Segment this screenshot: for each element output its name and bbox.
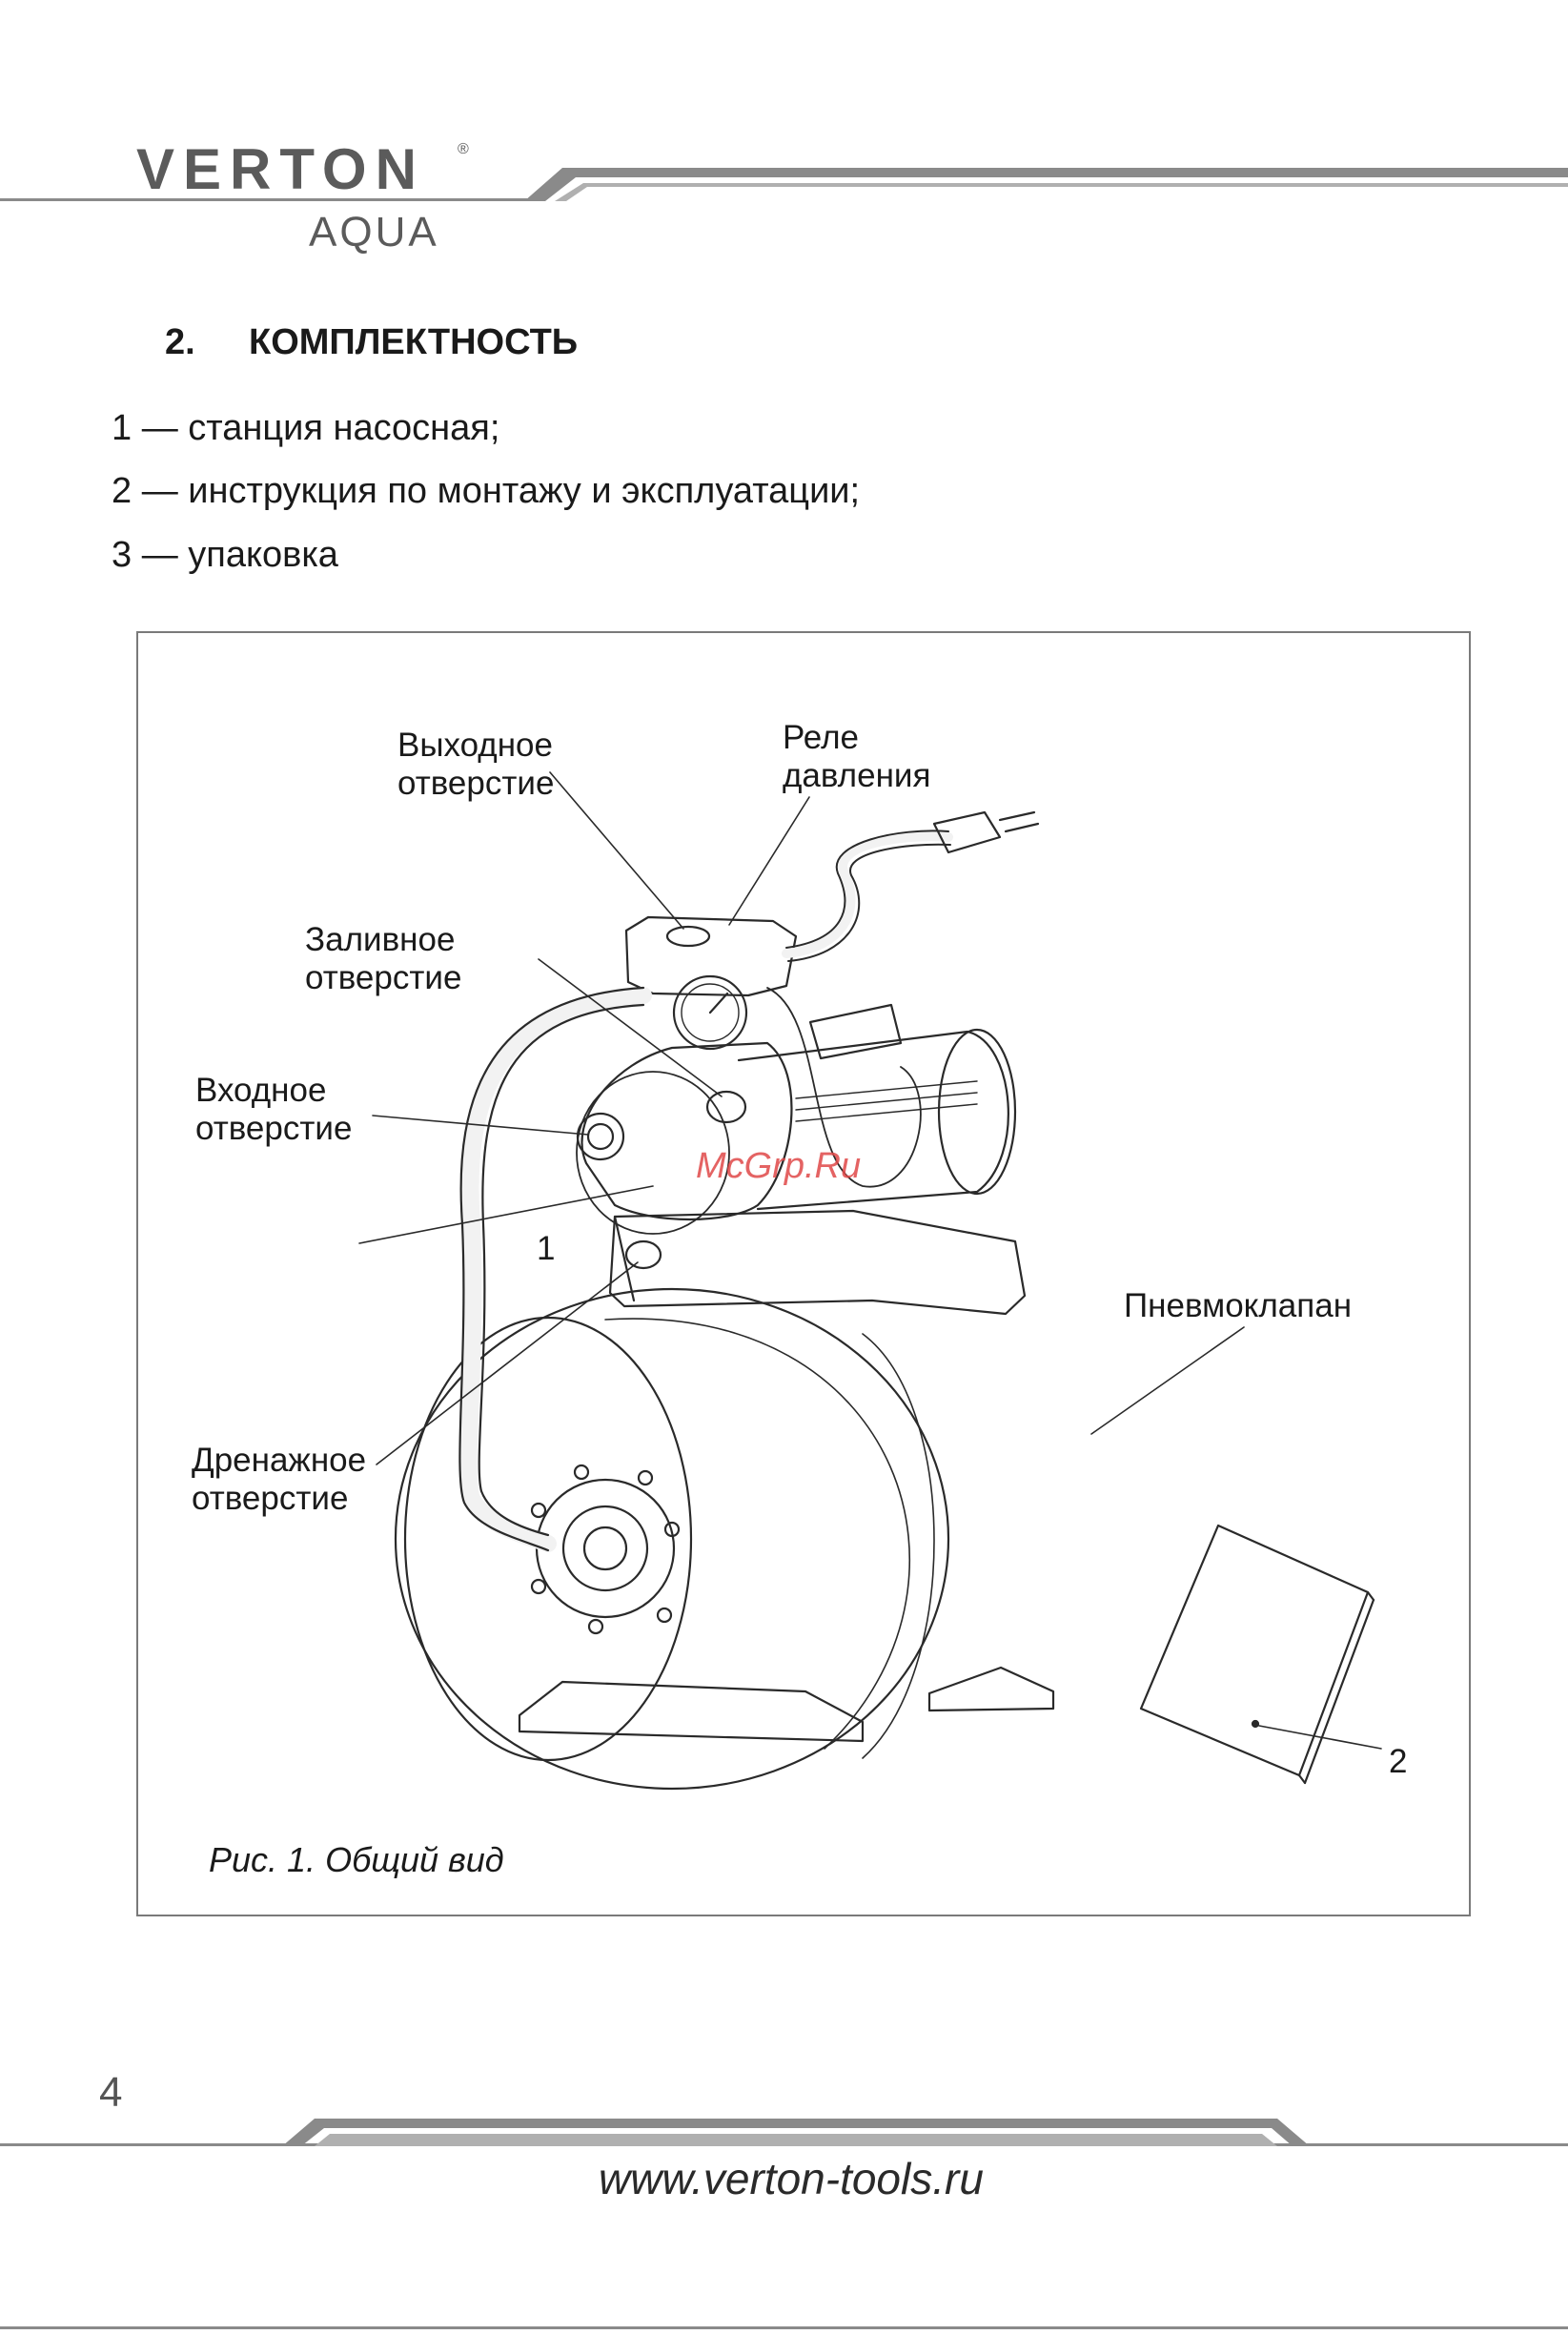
list-item: 3 — упаковка <box>112 535 338 576</box>
bottom-rule <box>0 2326 1568 2330</box>
header-decoration <box>0 0 1568 248</box>
callout-filler: Заливное отверстие <box>305 921 461 997</box>
filler-plug <box>707 1092 745 1122</box>
figure-frame: Выходное отверстие Реле давления Заливно… <box>136 631 1471 1916</box>
brand-sub-logo: AQUA <box>309 212 439 254</box>
manual-booklet <box>1141 1526 1368 1775</box>
drain-plug <box>626 1241 661 1268</box>
callout-leaders <box>359 772 1381 1749</box>
section-heading: 2.КОМПЛЕКТНОСТЬ <box>165 322 578 363</box>
section-number: 2. <box>165 322 249 363</box>
callout-pneumo-valve: Пневмоклапан <box>1124 1287 1352 1325</box>
tank-flange <box>537 1480 674 1617</box>
left-foot <box>519 1682 863 1741</box>
watermark: McGrp.Ru <box>696 1146 861 1187</box>
figure-caption: Рис. 1. Общий вид <box>209 1840 504 1880</box>
callout-item-1: 1 <box>537 1230 555 1268</box>
motor-endcap <box>939 1030 1015 1194</box>
right-foot <box>929 1668 1053 1710</box>
callout-drain: Дренажное отверстие <box>192 1442 366 1518</box>
list-item: 2 — инструкция по монтажу и эксплуатации… <box>112 471 860 512</box>
section-title: КОМПЛЕКТНОСТЬ <box>249 322 578 362</box>
inlet-port <box>578 1114 623 1159</box>
list-item: 1 — станция насосная; <box>112 408 499 449</box>
callout-pressure-relay: Реле давления <box>783 719 930 795</box>
footer-website-link[interactable]: www.verton-tools.ru <box>599 2153 984 2204</box>
footer-decoration <box>0 2119 1568 2157</box>
callout-item-2: 2 <box>1389 1743 1407 1781</box>
brand-logo: VERTON <box>136 141 425 198</box>
pump-station-illustration <box>138 633 1469 1915</box>
outlet-port <box>667 927 709 946</box>
pump-pedestal <box>610 1211 1025 1314</box>
registered-mark: ® <box>458 141 469 158</box>
callout-outlet: Выходное отверстие <box>397 727 554 803</box>
page-number: 4 <box>99 2069 122 2117</box>
callout-inlet: Входное отверстие <box>195 1072 352 1148</box>
